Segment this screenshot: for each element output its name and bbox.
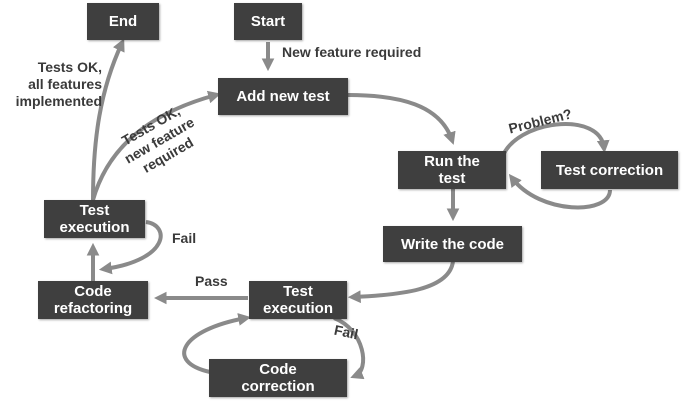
node-code-correction: Code correction bbox=[209, 359, 347, 397]
arrow-test-correction-to-run-test bbox=[508, 173, 612, 210]
arrow-test-execution-to-code-correction bbox=[333, 316, 366, 380]
label-fail-left: Fail bbox=[172, 230, 197, 246]
node-start: Start bbox=[234, 3, 302, 40]
arrow-add-test-to-run-test bbox=[347, 93, 456, 145]
node-add-new-test: Add new test bbox=[218, 78, 348, 115]
arrow-code-correction-to-test-execution bbox=[182, 313, 252, 374]
arrow-test-execution-to-end bbox=[91, 38, 125, 201]
node-end: End bbox=[87, 3, 159, 40]
arrow-test-execution-to-add-test bbox=[91, 90, 221, 201]
label-tests-ok-all-features: Tests OK, all features implemented bbox=[15, 59, 102, 109]
node-test-correction: Test correction bbox=[541, 151, 678, 189]
arrow-test-execution-fail-loop bbox=[98, 220, 163, 275]
node-test-execution-bottom: Test execution bbox=[249, 281, 347, 319]
node-code-refactoring: Code refactoring bbox=[38, 281, 148, 319]
node-run-the-test: Run the test bbox=[398, 151, 506, 189]
arrow-run-test-to-test-correction bbox=[500, 122, 610, 159]
node-write-the-code: Write the code bbox=[383, 226, 522, 262]
node-test-execution-left: Test execution bbox=[44, 200, 145, 238]
arrow-write-code-to-test-execution bbox=[347, 260, 455, 304]
label-new-feature-required: New feature required bbox=[282, 44, 422, 60]
label-pass: Pass bbox=[195, 273, 228, 289]
